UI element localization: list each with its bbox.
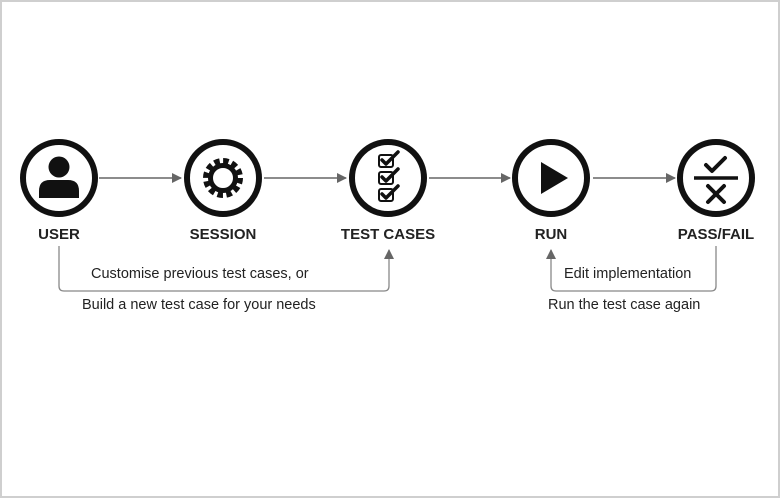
stage-session-node xyxy=(184,139,262,217)
play-icon xyxy=(541,162,568,194)
cross-icon xyxy=(706,184,726,204)
stage-label-run: RUN xyxy=(534,226,568,243)
loop-arrow-user-to-testcases xyxy=(58,246,394,292)
stage-run-node xyxy=(512,139,590,217)
check-icon xyxy=(704,156,727,173)
loop-right-line1: Edit implementation xyxy=(564,266,692,282)
stage-user-node xyxy=(20,139,98,217)
stage-testcases-node xyxy=(349,139,427,217)
stage-label-user: USER xyxy=(38,226,80,243)
gear-icon xyxy=(203,158,243,198)
loop-left-line2: Build a new test case for your needs xyxy=(82,297,316,313)
user-icon xyxy=(39,156,79,198)
checklist-icon xyxy=(378,150,400,202)
stage-label-passfail: PASS/FAIL xyxy=(677,226,755,243)
loop-left-line1: Customise previous test cases, or xyxy=(91,266,309,282)
loop-right-line2: Run the test case again xyxy=(548,297,701,313)
stage-label-testcases: TEST CASES xyxy=(340,226,436,243)
stage-passfail-node xyxy=(677,139,755,217)
pass-fail-icon xyxy=(694,156,738,204)
stage-label-session: SESSION xyxy=(189,226,257,243)
loop-arrow-passfail-to-run xyxy=(546,246,717,292)
